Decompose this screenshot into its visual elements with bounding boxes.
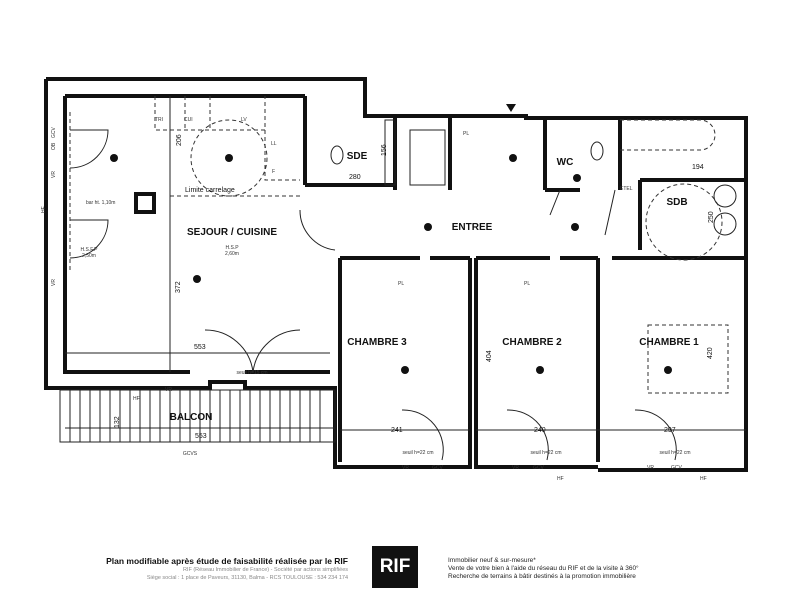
dim-372: 372 xyxy=(175,281,182,293)
seuil-label: seuil h=22 cm xyxy=(660,450,691,456)
entrance-marker xyxy=(506,104,516,112)
footer-service-line: Vente de votre bien à l'aide du réseau d… xyxy=(448,565,639,572)
hsfp-label: H.S.F.P xyxy=(81,247,99,253)
hsp-label: H.S.P xyxy=(225,245,239,251)
room-label-entree: ENTREE xyxy=(452,222,493,233)
pl-label: PL xyxy=(463,131,469,137)
room-label-wc: WC xyxy=(557,157,574,168)
floor-plan: SEJOUR / CUISINE SDE WC SDB ENTREE CHAMB… xyxy=(41,77,748,482)
bar-label: bar ht. 1,10m xyxy=(86,200,115,206)
seuil-label: seuil h=22 cm xyxy=(531,450,562,456)
seuil-label: seuil h=22 cm xyxy=(403,450,434,456)
hf-label: HF xyxy=(557,476,564,482)
gcv-label: GCV xyxy=(432,465,444,471)
dim-420: 420 xyxy=(707,347,714,359)
footer-service-line: Immobilier neuf & sur-mesure* xyxy=(448,557,536,564)
gcv-label: GCV xyxy=(671,465,683,471)
doors xyxy=(69,104,677,461)
seuil-label: seuil h=15 cm xyxy=(237,370,268,376)
room-label-chambre-1: CHAMBRE 1 xyxy=(639,337,699,348)
dim-194: 194 xyxy=(692,164,704,171)
vr-label: VR xyxy=(647,465,654,471)
dimensions: 206 280 156 194 250 372 553 553 132 404 … xyxy=(65,96,746,440)
room-label-chambre-3: CHAMBRE 3 xyxy=(347,337,407,348)
room-label-sejour: SEJOUR / CUISINE xyxy=(187,227,277,238)
room-label-chambre-2: CHAMBRE 2 xyxy=(502,337,562,348)
footer-services: Immobilier neuf & sur-mesure* Vente de v… xyxy=(448,557,639,581)
dim-553: 553 xyxy=(194,344,206,351)
fixtures xyxy=(69,96,737,394)
vr-label: VR xyxy=(51,171,57,178)
dim-156: 156 xyxy=(381,144,388,156)
room-label-sde: SDE xyxy=(347,151,368,162)
walls xyxy=(44,77,748,472)
lv-label: LV xyxy=(241,117,247,123)
vr-label: VR xyxy=(402,465,409,471)
hf-label: HF xyxy=(41,206,47,213)
hf-label: HF xyxy=(133,396,140,402)
footer-service-line: Recherche de terrains à bâtir destinés à… xyxy=(448,573,636,580)
hsfp-value: 2,50m xyxy=(82,253,96,259)
gcvs-label: GCVS xyxy=(183,451,198,457)
hf-label: HF xyxy=(700,476,707,482)
ll-label: LL xyxy=(271,141,277,147)
annotations: H.S.P 2,60m H.S.F.P 2,50m bar ht. 1,10m … xyxy=(41,117,707,482)
footer-legal: Plan modifiable après étude de faisabili… xyxy=(80,556,348,582)
dim-553-balcon: 553 xyxy=(195,433,207,440)
vr-label: VR xyxy=(165,387,172,393)
footer-line: Siège social : 1 place de Paveurs, 31130… xyxy=(146,575,348,581)
dim-297: 297 xyxy=(664,427,676,434)
pl-label: PL xyxy=(398,281,404,287)
footer-line: RIF (Réseau Immobilier de France) - Soci… xyxy=(182,567,348,573)
f-label: F xyxy=(272,169,275,175)
dim-206: 206 xyxy=(176,134,183,146)
dim-241: 241 xyxy=(391,427,403,434)
light-points xyxy=(110,154,672,374)
vr-label: VR xyxy=(512,465,519,471)
balcony xyxy=(59,389,336,443)
gcv-label: GCV xyxy=(51,127,57,139)
etel-label: ETEL xyxy=(620,186,633,192)
cui-label: CUI xyxy=(184,117,193,123)
dim-132: 132 xyxy=(114,416,121,428)
limite-carrelage-label: Limite carrelage xyxy=(185,187,235,194)
dim-280: 280 xyxy=(349,174,361,181)
pl-label: PL xyxy=(524,281,530,287)
gcv-label: GCV xyxy=(533,465,545,471)
room-label-sdb: SDB xyxy=(666,197,687,208)
dim-404: 404 xyxy=(486,350,493,362)
hsp-value: 2,60m xyxy=(225,251,239,257)
room-label-balcon: BALCON xyxy=(170,412,213,423)
dim-240: 240 xyxy=(534,427,546,434)
vr-label: VR xyxy=(51,279,57,286)
rif-logo: RIF xyxy=(372,546,418,588)
footer-title: Plan modifiable après étude de faisabili… xyxy=(106,556,348,566)
ob-label: OB xyxy=(51,142,57,150)
dim-250: 250 xyxy=(708,211,715,223)
tri-label: TRI xyxy=(155,117,163,123)
